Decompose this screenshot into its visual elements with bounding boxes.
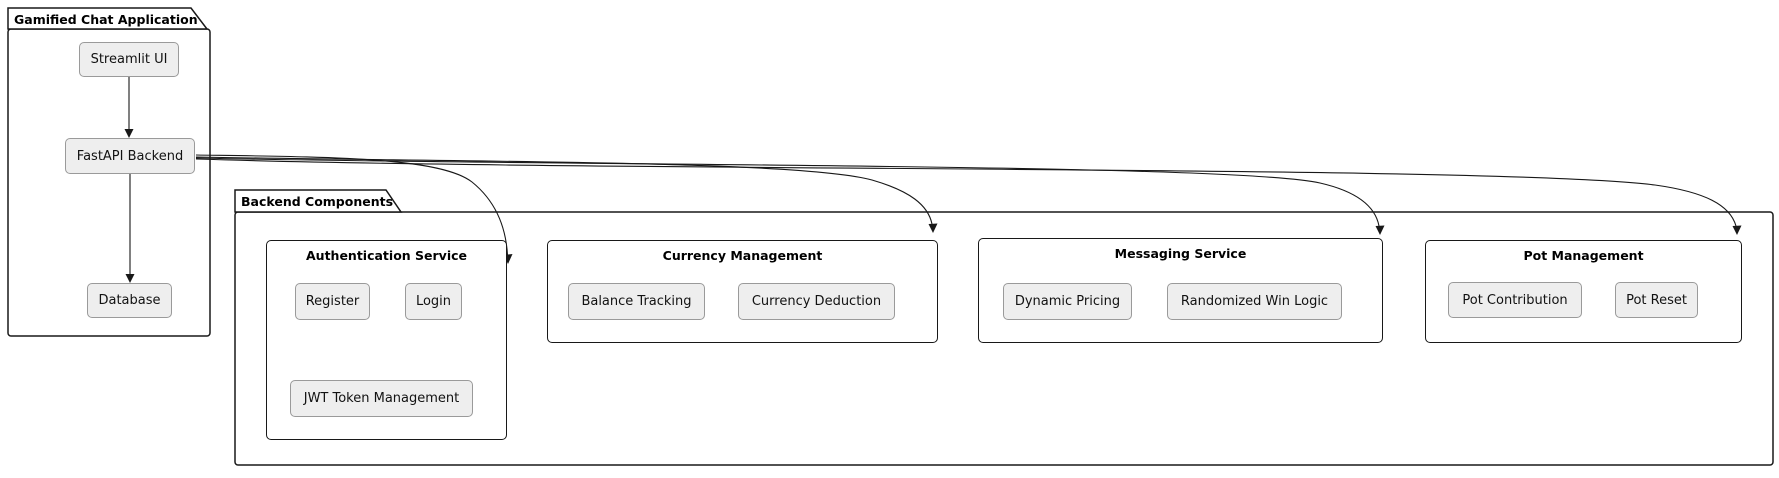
node-streamlit-ui: Streamlit UI	[79, 42, 179, 77]
arrow-fastapi-to-authentication	[195, 154, 509, 256]
arrowhead-currency	[928, 223, 938, 233]
component-title-messaging-service: Messaging Service	[1114, 246, 1247, 261]
button-pot-contribution: Pot Contribution	[1448, 282, 1582, 318]
button-login: Login	[405, 283, 462, 320]
arrowhead-pot	[1732, 225, 1742, 235]
node-database: Database	[87, 283, 172, 318]
button-currency-deduction: Currency Deduction	[738, 283, 895, 320]
component-title-currency-management: Currency Management	[662, 248, 823, 263]
button-balance-tracking: Balance Tracking	[568, 283, 705, 320]
arrowhead-database	[125, 274, 135, 283]
arrowhead-messaging	[1375, 225, 1385, 235]
arrowhead-fastapi	[124, 129, 134, 138]
package-gamified-chat-application	[7, 7, 211, 337]
button-register: Register	[295, 283, 370, 320]
component-title-authentication-service: Authentication Service	[306, 248, 467, 263]
arrow-fastapi-to-pot	[195, 158, 1737, 227]
button-jwt-token-management: JWT Token Management	[290, 380, 473, 417]
package-label-backend-components: Backend Components	[241, 194, 394, 209]
button-dynamic-pricing: Dynamic Pricing	[1003, 283, 1132, 320]
node-fastapi-backend: FastAPI Backend	[65, 138, 195, 174]
button-pot-reset: Pot Reset	[1615, 282, 1698, 318]
button-randomized-win-logic: Randomized Win Logic	[1167, 283, 1342, 320]
package-label-gamified-chat-application: Gamified Chat Application	[14, 12, 198, 27]
component-title-pot-management: Pot Management	[1523, 248, 1644, 263]
